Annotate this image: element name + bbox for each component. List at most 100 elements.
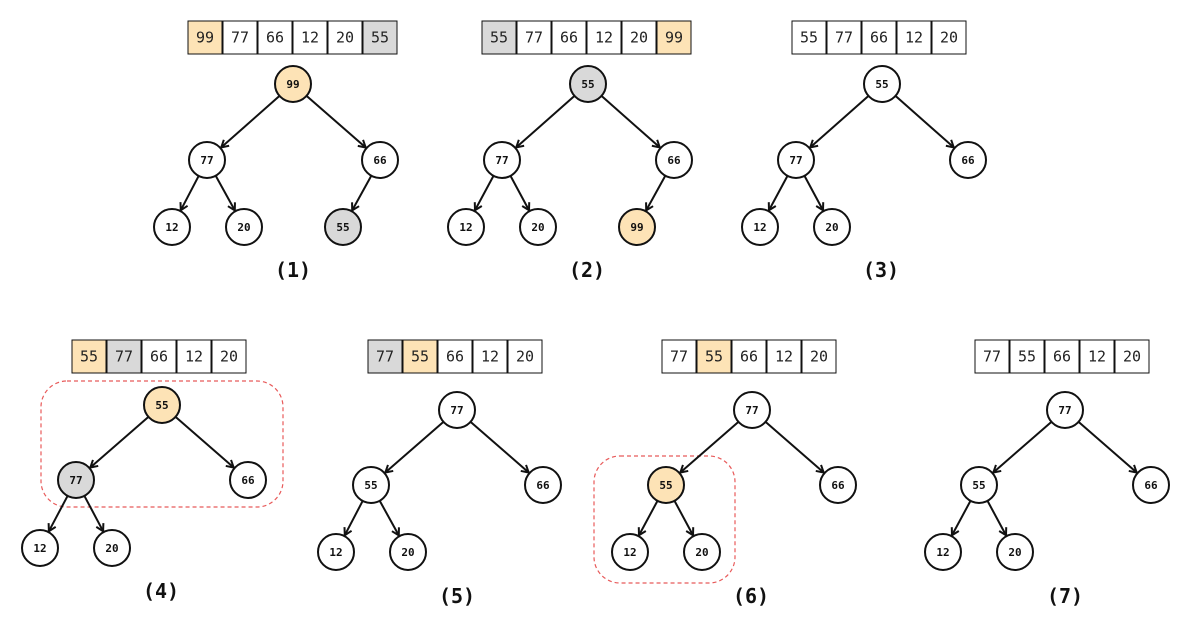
tree-edge-arrow [986,500,1006,535]
array-cell-value: 77 [115,348,133,366]
tree-node-value: 55 [336,221,349,234]
tree-node-circle [229,461,267,499]
array-cell [766,339,802,374]
array-cell [472,339,508,374]
tree-edge-arrow [764,421,824,473]
tree-edges [952,421,1137,535]
tree-node: 20 [389,533,427,571]
tree-node-value: 55 [364,479,377,492]
tree-node-value: 20 [237,221,250,234]
step-caption: (6) [733,584,769,608]
tree-edges [345,421,529,536]
array-cell [367,339,403,374]
array-cell-value: 20 [516,348,534,366]
tree-node-circle [569,65,607,103]
tree-node-value: 77 [789,154,802,167]
array-cell-value: 77 [376,348,394,366]
array-cell [586,20,622,55]
tree-node-value: 20 [105,542,118,555]
tree-node: 20 [813,208,851,246]
tree-node-value: 66 [961,154,975,167]
tree-edges [49,416,234,531]
tree-edge-arrow [49,495,69,531]
array-cell [1044,339,1080,374]
tree-edge-arrow [181,175,200,210]
step-caption: (4) [143,579,179,603]
tree-node-circle [274,65,312,103]
array-cell-value: 66 [266,29,284,47]
tree-node: 66 [655,141,693,179]
tree-node: 77 [438,391,476,429]
tree-node-circle [447,208,485,246]
array-cell-value: 12 [1088,348,1106,366]
tree-edge-arrow [83,495,103,531]
array-cell-value: 20 [630,29,648,47]
array-cell [896,20,932,55]
tree-node-value: 77 [69,474,82,487]
tree-node-value: 12 [33,542,46,555]
tree-edge-arrow [305,95,366,148]
array-cell-value: 55 [371,29,389,47]
tree-node-circle [153,208,191,246]
array-cell [1079,339,1115,374]
tree-node-value: 20 [825,221,838,234]
tree-node-circle [361,141,399,179]
tree-edge-arrow [90,416,150,468]
tree-edge-arrow [345,500,364,535]
tree-node: 77 [57,461,95,499]
tree-node-circle [611,533,649,571]
tree-node-value: 20 [401,546,414,559]
tree-node: 77 [777,141,815,179]
array-cell [621,20,657,55]
array-cell-value: 12 [775,348,793,366]
tree-node-value: 77 [1058,404,1071,417]
tree-edge-arrow [1077,421,1137,473]
array-cell [481,20,517,55]
array-cell-value: 20 [336,29,354,47]
tree-node-value: 12 [753,221,766,234]
tree-node: 77 [188,141,226,179]
tree-edge-arrow [352,175,373,211]
tree-node: 12 [924,533,962,571]
tree-edge-arrow [680,421,740,473]
array-cell [141,339,177,374]
tree-node-circle [949,141,987,179]
array-cell [106,339,142,374]
tree-node-value: 66 [536,479,550,492]
step-caption: (2) [569,258,605,282]
tree-node: 20 [225,208,263,246]
tree-node-value: 99 [286,78,299,91]
array-cell [507,339,543,374]
tree-node-circle [655,141,693,179]
tree-edges [475,95,667,210]
tree-node: 55 [960,466,998,504]
array-cell-value: 66 [870,29,888,47]
array-cell [327,20,363,55]
tree-node-circle [647,466,685,504]
array-cell [402,339,438,374]
step-caption: (7) [1047,584,1083,608]
array-cell-value: 77 [983,348,1001,366]
focus-region-box [593,455,736,584]
tree-node: 55 [143,386,181,424]
array-cell [516,20,552,55]
array-cell [656,20,692,55]
tree-node: 12 [317,533,355,571]
tree-edge-arrow [509,175,529,210]
array-cell-value: 55 [800,29,818,47]
array-cell [696,339,732,374]
tree-node-value: 12 [459,221,472,234]
tree-edge-arrow [174,416,234,468]
tree-edge-arrow [639,500,659,535]
array-cell-value: 66 [560,29,578,47]
step-caption: (1) [275,258,311,282]
tree-node-circle [741,208,779,246]
